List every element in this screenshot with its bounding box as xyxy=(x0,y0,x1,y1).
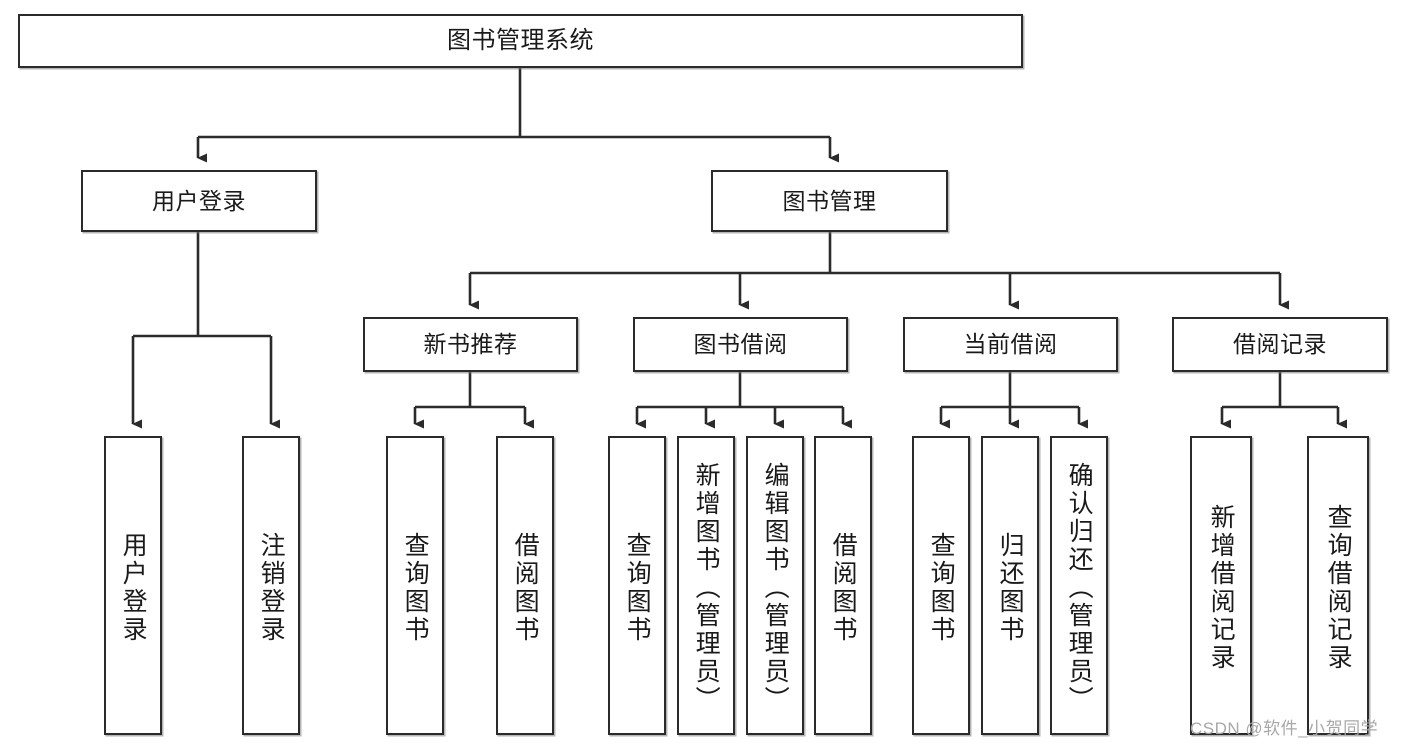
leaf-query-book-2[interactable]: 查询图书 xyxy=(608,436,666,735)
leaf-confirm-return[interactable]: 确认归还（管理员） xyxy=(1050,436,1108,735)
node-book-management[interactable]: 图书管理 xyxy=(711,170,948,232)
node-book-borrow[interactable]: 图书借阅 xyxy=(633,317,848,372)
leaf-return-book[interactable]: 归还图书 xyxy=(981,436,1039,735)
leaf-query-record[interactable]: 查询借阅记录 xyxy=(1307,436,1369,735)
leaf-edit-book-label: 编辑图书（管理员） xyxy=(761,461,790,714)
node-user-login[interactable]: 用户登录 xyxy=(81,170,317,232)
leaf-edit-book[interactable]: 编辑图书（管理员） xyxy=(746,436,804,735)
node-borrow-record[interactable]: 借阅记录 xyxy=(1172,317,1388,372)
leaf-borrow-book-2-label: 借阅图书 xyxy=(829,531,858,644)
leaf-user-login-label: 用户登录 xyxy=(119,531,148,644)
leaf-add-book[interactable]: 新增图书（管理员） xyxy=(677,436,735,735)
node-current-borrow[interactable]: 当前借阅 xyxy=(903,317,1118,372)
csdn-watermark: CSDN @软件_小贺同学 xyxy=(1190,719,1379,738)
node-root[interactable]: 图书管理系统 xyxy=(18,14,1023,68)
leaf-logout-login[interactable]: 注销登录 xyxy=(242,436,300,735)
node-root-label: 图书管理系统 xyxy=(447,27,594,55)
leaf-borrow-book-2[interactable]: 借阅图书 xyxy=(814,436,872,735)
leaf-user-login[interactable]: 用户登录 xyxy=(104,436,162,735)
leaf-borrow-book-1[interactable]: 借阅图书 xyxy=(496,436,554,735)
leaf-borrow-book-1-label: 借阅图书 xyxy=(511,531,540,644)
leaf-confirm-return-label: 确认归还（管理员） xyxy=(1065,461,1094,714)
leaf-add-record-label: 新增借阅记录 xyxy=(1207,503,1236,672)
leaf-logout-login-label: 注销登录 xyxy=(257,531,286,644)
node-user-login-label: 用户登录 xyxy=(152,187,246,214)
node-book-borrow-label: 图书借阅 xyxy=(693,331,788,358)
leaf-query-book-3[interactable]: 查询图书 xyxy=(912,436,970,735)
leaf-add-record[interactable]: 新增借阅记录 xyxy=(1190,436,1252,735)
leaf-return-book-label: 归还图书 xyxy=(996,531,1025,644)
leaf-query-book-1[interactable]: 查询图书 xyxy=(386,436,444,735)
leaf-query-book-2-label: 查询图书 xyxy=(623,531,652,644)
node-current-borrow-label: 当前借阅 xyxy=(963,331,1058,358)
leaf-query-record-label: 查询借阅记录 xyxy=(1324,503,1353,672)
leaf-query-book-3-label: 查询图书 xyxy=(927,531,956,644)
node-new-book-recommend-label: 新书推荐 xyxy=(423,331,518,358)
node-borrow-record-label: 借阅记录 xyxy=(1233,331,1327,358)
leaf-query-book-1-label: 查询图书 xyxy=(401,531,430,644)
node-book-management-label: 图书管理 xyxy=(782,187,877,214)
leaf-add-book-label: 新增图书（管理员） xyxy=(692,461,721,714)
node-new-book-recommend[interactable]: 新书推荐 xyxy=(363,317,578,372)
